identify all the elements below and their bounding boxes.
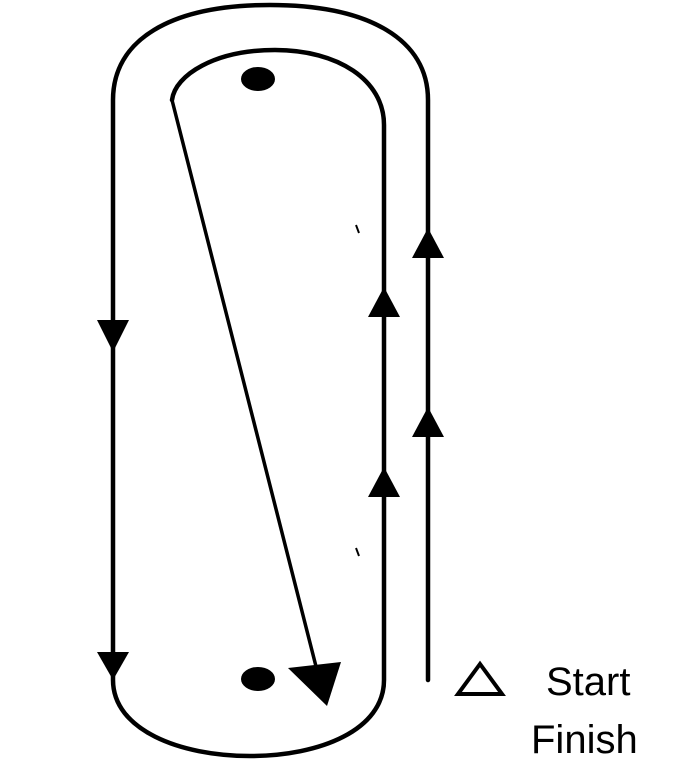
arrowhead-left-upper	[97, 320, 129, 352]
arrowhead-inner-lower	[368, 467, 400, 497]
triangle-outline-icon	[454, 660, 506, 696]
arrowhead-diagonal	[288, 662, 341, 706]
diagonal-course-line	[170, 98, 324, 692]
arrowhead-inner-upper	[368, 287, 400, 317]
arrowhead-outer-lower	[412, 407, 444, 437]
cone-top	[241, 67, 275, 91]
tick-mark-lower	[355, 547, 360, 557]
cone-bottom	[241, 667, 275, 691]
start-label: Start	[546, 660, 631, 704]
finish-label: Finish	[531, 718, 638, 762]
tick-mark-upper	[355, 224, 360, 234]
arrowhead-outer-upper	[412, 228, 444, 258]
arrowhead-left-lower	[97, 652, 129, 680]
outer-course-path	[110, 2, 431, 759]
